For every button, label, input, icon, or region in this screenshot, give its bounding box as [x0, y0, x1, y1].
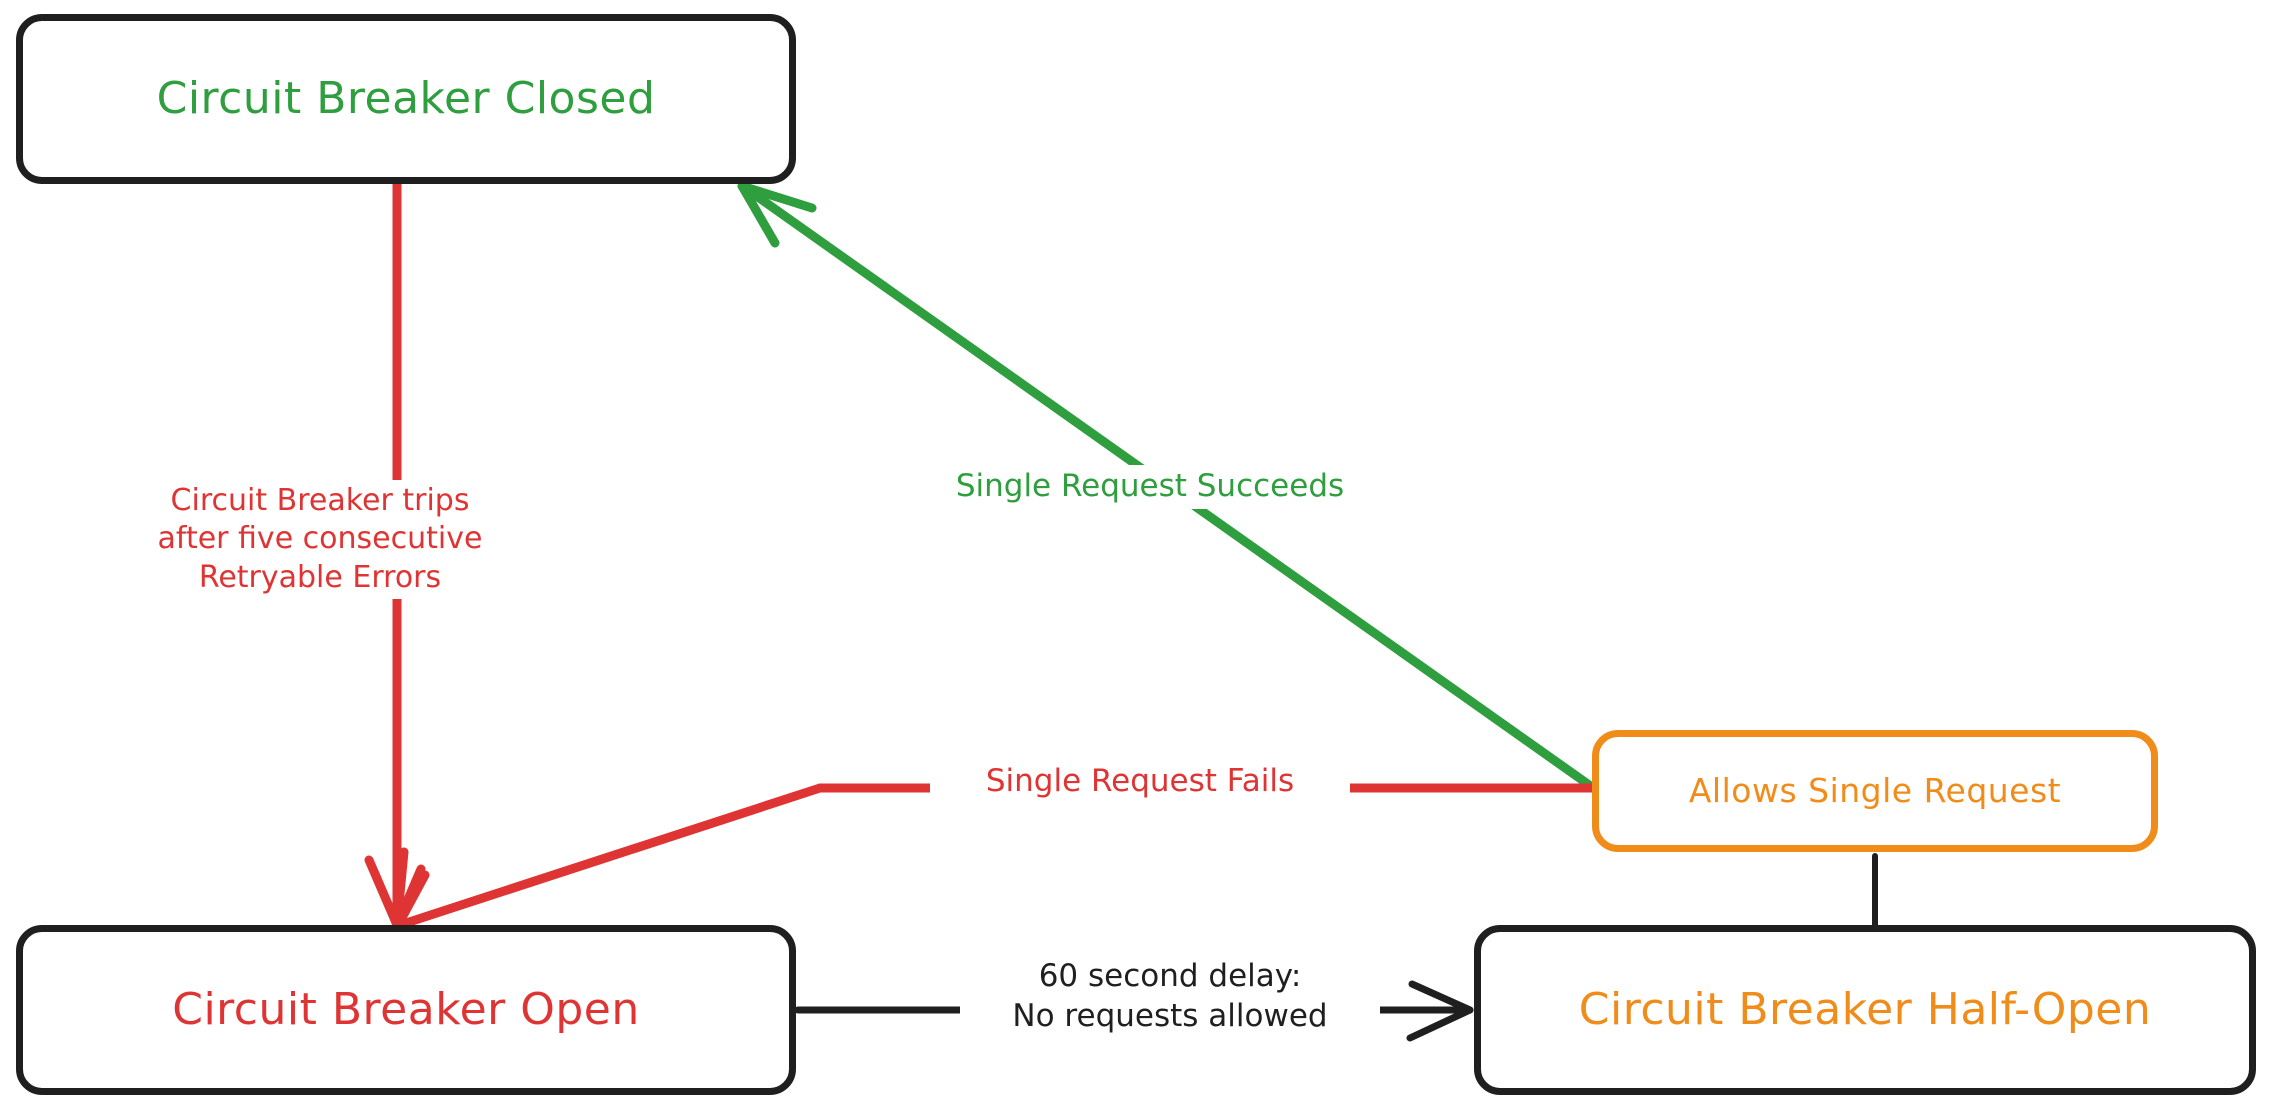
- edge-label-line-2: No requests allowed: [1012, 997, 1328, 1034]
- edge-allows-to-open: [392, 783, 1597, 939]
- node-allows-single-request[interactable]: Allows Single Request: [1592, 730, 2158, 852]
- edge-label-open-to-halfopen: 60 second delay:No requests allowed: [960, 955, 1380, 1039]
- edge-label-allows-to-closed: Single Request Succeeds: [900, 465, 1400, 509]
- node-label-allows-single-request: Allows Single Request: [1688, 770, 2062, 810]
- node-label-circuit-breaker-half-open: Circuit Breaker Half-Open: [1578, 983, 2152, 1035]
- edge-label-line-1: 60 second delay:: [1038, 958, 1302, 994]
- node-circuit-breaker-closed[interactable]: Circuit Breaker Closed: [16, 14, 796, 184]
- edge-label-line-1: Circuit Breaker trips: [170, 483, 470, 518]
- node-label-circuit-breaker-closed: Circuit Breaker Closed: [156, 72, 656, 124]
- node-circuit-breaker-half-open[interactable]: Circuit Breaker Half-Open: [1474, 925, 2256, 1095]
- edge-label-line-1: Single Request Fails: [985, 763, 1295, 799]
- node-label-circuit-breaker-open: Circuit Breaker Open: [172, 983, 640, 1035]
- node-circuit-breaker-open[interactable]: Circuit Breaker Open: [16, 925, 796, 1095]
- edge-label-line-3: Retryable Errors: [198, 559, 442, 595]
- edge-label-line-2: after five consecutive: [157, 521, 483, 557]
- edge-label-allows-to-open: Single Request Fails: [930, 760, 1350, 804]
- edge-label-line-1: Single Request Succeeds: [955, 468, 1345, 504]
